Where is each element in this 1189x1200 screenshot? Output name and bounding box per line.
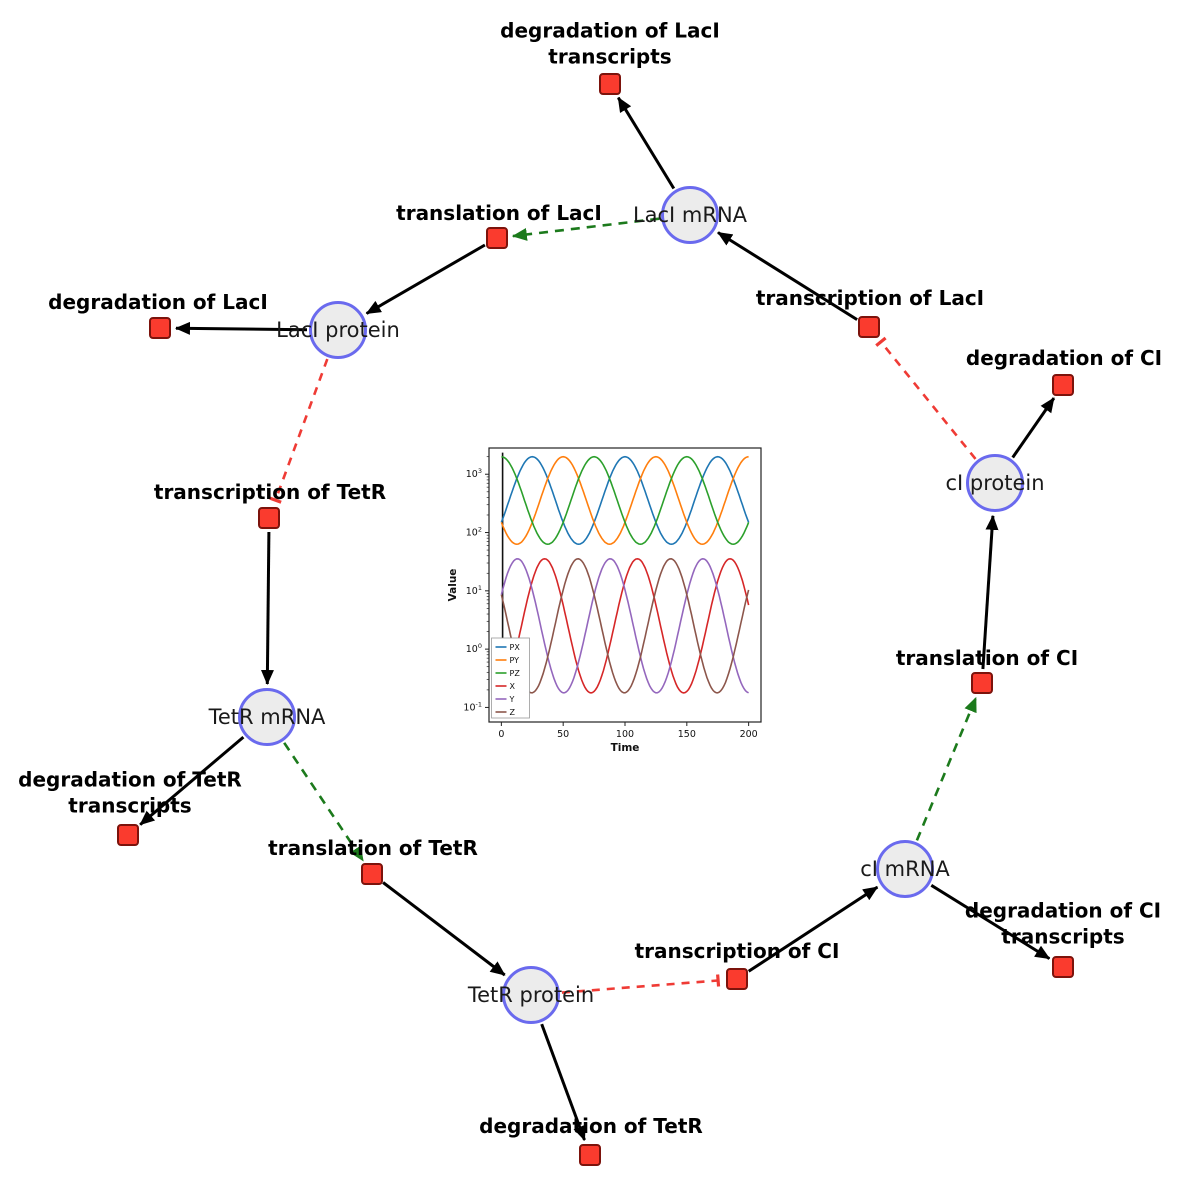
legend-label-PZ: PZ <box>510 669 521 678</box>
edge-modifier-laci-mrna-to-translation-laci <box>511 217 660 241</box>
species-label-ci-mrna: cI mRNA <box>860 857 950 881</box>
reaction-label-translation-tetr: translation of TetR <box>268 835 478 861</box>
species-node-laci-mrna[interactable] <box>661 186 719 244</box>
reaction-node-transcription-ci[interactable] <box>726 968 748 990</box>
edge-production-transcription-ci-to-ci-mrna <box>747 885 879 973</box>
x-tick-label: 50 <box>557 729 569 740</box>
edge-modifier-tetr-mrna-to-translation-tetr <box>283 742 365 862</box>
edge-consumption-tetr-mrna-to-deg-tetr-tx <box>139 735 245 826</box>
reaction-node-translation-tetr[interactable] <box>361 863 383 885</box>
species-node-tetr-mrna[interactable] <box>238 688 296 746</box>
edge-production-translation-ci-to-ci-protein <box>981 514 999 670</box>
reaction-node-translation-ci[interactable] <box>971 672 993 694</box>
edge-consumption-tetr-protein-to-deg-tetr <box>540 1023 586 1141</box>
species-label-tetr-mrna: TetR mRNA <box>208 705 326 729</box>
species-node-ci-mrna[interactable] <box>876 840 934 898</box>
species-label-tetr-protein: TetR protein <box>467 983 595 1007</box>
edge-inhibition-ci-protein-to-transcription-laci <box>875 336 977 460</box>
x-tick-label: 200 <box>740 729 758 740</box>
reaction-node-deg-laci-tx[interactable] <box>599 73 621 95</box>
species-label-laci-protein: LacI protein <box>276 318 400 342</box>
reaction-label-line: transcripts <box>1001 925 1125 949</box>
y-tick-label: 103 <box>466 467 482 480</box>
chart-frame <box>488 447 762 723</box>
x-axis-label: Time <box>611 742 640 754</box>
series-PZ-line <box>501 455 750 546</box>
edge-production-translation-tetr-to-tetr-protein <box>382 881 506 977</box>
reaction-node-deg-laci[interactable] <box>149 317 171 339</box>
x-tick-label: 150 <box>678 729 696 740</box>
legend-label-PX: PX <box>510 643 521 652</box>
species-node-laci-protein[interactable] <box>309 301 367 359</box>
edge-consumption-ci-mrna-to-deg-ci-tx <box>930 884 1051 960</box>
y-tick-label: 102 <box>466 526 482 539</box>
series-X-line <box>500 557 750 694</box>
reaction-node-transcription-tetr[interactable] <box>258 507 280 529</box>
edge-consumption-ci-protein-to-deg-ci <box>1011 397 1056 459</box>
reaction-label-line: transcripts <box>68 794 192 818</box>
reaction-label-line: degradation of CI <box>964 898 1162 923</box>
edge-consumption-laci-protein-to-deg-laci <box>175 321 308 335</box>
legend-label-PY: PY <box>510 656 520 665</box>
reaction-label-line: degradation of LacI <box>500 18 720 43</box>
reaction-label-line: transcription of TetR <box>153 479 387 504</box>
reaction-label-deg-ci: degradation of CI <box>966 345 1162 371</box>
species-label-laci-mrna: LacI mRNA <box>632 203 748 227</box>
y-tick-label: 10-1 <box>463 700 482 713</box>
edge-production-transcription-tetr-to-tetr-mrna <box>260 531 274 685</box>
reaction-node-deg-ci-tx[interactable] <box>1052 956 1074 978</box>
reaction-label-line: transcripts <box>548 45 672 69</box>
series-Y-line <box>500 557 749 694</box>
reaction-label-line: degradation of TetR <box>18 767 242 792</box>
edge-inhibition-tetr-protein-to-transcription-ci <box>561 974 721 994</box>
x-tick-label: 100 <box>616 729 634 740</box>
reaction-node-translation-laci[interactable] <box>486 227 508 249</box>
reaction-label-translation-ci: translation of CI <box>896 645 1078 671</box>
legend-label-X: X <box>510 682 516 691</box>
reaction-label-line: translation of LacI <box>396 200 602 225</box>
x-tick-label: 0 <box>498 729 504 740</box>
edges-group <box>139 96 1056 1141</box>
reaction-label-translation-laci: translation of LacI <box>396 200 602 226</box>
reaction-node-transcription-laci[interactable] <box>858 316 880 338</box>
edge-production-transcription-laci-to-laci-mrna <box>717 231 858 321</box>
edge-inhibition-laci-protein-to-transcription-tetr <box>269 358 329 504</box>
reaction-label-deg-tetr: degradation of TetR <box>479 1113 703 1139</box>
y-tick-label: 101 <box>466 584 482 597</box>
y-tick-label: 100 <box>466 642 482 655</box>
legend-label-Y: Y <box>509 695 515 704</box>
edge-modifier-ci-mrna-to-translation-ci <box>915 696 978 841</box>
reaction-label-transcription-ci: transcription of CI <box>635 938 840 964</box>
edge-production-translation-laci-to-laci-protein <box>365 243 486 315</box>
reaction-node-deg-tetr-tx[interactable] <box>117 824 139 846</box>
chart-legend <box>491 637 530 719</box>
species-label-ci-protein: cI protein <box>945 471 1045 495</box>
reaction-label-line: translation of TetR <box>268 835 478 860</box>
series-Z-line <box>500 557 750 694</box>
y-axis-label: Value <box>447 569 459 602</box>
reaction-node-deg-tetr[interactable] <box>579 1144 601 1166</box>
reaction-label-line: degradation of LacI <box>48 289 268 314</box>
reaction-label-line: translation of CI <box>895 645 1079 670</box>
species-node-ci-protein[interactable] <box>966 454 1024 512</box>
reaction-label-line: degradation of TetR <box>479 1113 703 1138</box>
series-PX-line <box>500 455 750 546</box>
reaction-label-line: transcription of LacI <box>755 285 985 310</box>
reaction-label-transcription-tetr: transcription of TetR <box>154 479 386 505</box>
edge-consumption-laci-mrna-to-deg-laci-tx <box>617 96 676 190</box>
reaction-label-line: degradation of CI <box>965 345 1163 370</box>
species-node-tetr-protein[interactable] <box>502 966 560 1024</box>
reaction-label-transcription-laci: transcription of LacI <box>756 285 984 311</box>
legend-label-Z: Z <box>510 708 516 717</box>
reaction-label-line: transcription of CI <box>634 938 840 963</box>
reaction-label-deg-laci: degradation of LacI <box>48 289 268 315</box>
reaction-node-deg-ci[interactable] <box>1052 374 1074 396</box>
